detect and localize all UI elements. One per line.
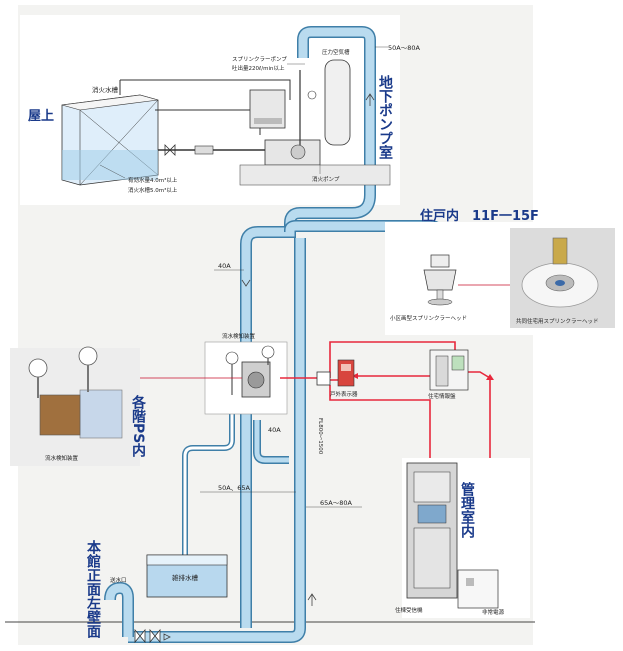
arrow-up-icon: [486, 374, 494, 380]
label-flow-check-photo: 流水検知装置: [45, 454, 79, 462]
arrow-left-icon: [163, 633, 171, 641]
valve-icon: [134, 628, 146, 644]
label-inlet: 送水口: [110, 576, 127, 584]
zone-management: 管理室内: [459, 481, 475, 539]
label-dwelling-alarm: 住宅情報盤: [428, 392, 456, 400]
outdoor-indicator: [337, 359, 355, 387]
label-pipe-branch: 40A: [268, 426, 281, 434]
rooftop-equipment: [61, 59, 391, 186]
label-volume-2: 消火水槽5.0m³以上: [128, 186, 178, 194]
valve-icon: [164, 144, 176, 156]
control-panel: [406, 462, 458, 599]
label-pipe-top: 50A～80A: [388, 44, 420, 52]
flow-check-device: [225, 345, 275, 398]
label-fire-pump: 消火ポンプ: [312, 175, 340, 183]
arrow-right-icon: [352, 373, 358, 379]
label-fire-tank: 消火水槽: [92, 85, 119, 94]
label-pipe-supply: 65A～80A: [320, 499, 352, 507]
arrow-up-icon: [307, 593, 317, 606]
supply-pipe: [128, 238, 305, 642]
pressure-gauge-icon: [78, 346, 98, 366]
drain-tank: [146, 554, 228, 598]
shared-sprinkler-head-photo: [510, 228, 615, 328]
drain-pipe: [183, 395, 234, 570]
junction-box: [316, 371, 331, 386]
pressure-gauge-icon: [28, 358, 48, 378]
pressure-tank: [324, 59, 351, 146]
main-pipe: [241, 27, 375, 628]
label-small-head: 小区画型スプリンクラーヘッド: [390, 314, 467, 322]
label-pressure-tank: 圧力空気槽: [322, 48, 350, 56]
label-volume-1: 有効水量4.0m³以上: [128, 176, 178, 184]
label-emergency-power: 非常電源: [482, 608, 505, 616]
zone-rooftop: 屋上: [28, 109, 54, 124]
label-drain-tank: 雑排水槽: [172, 573, 199, 582]
label-height-range: FL800～1500: [317, 418, 323, 455]
small-sprinkler-head: [423, 254, 457, 306]
label-pipe-drain: 50A、65A: [218, 484, 250, 492]
arrow-down-icon: [241, 279, 251, 287]
zone-basement: 地下ポンプ室: [377, 74, 393, 159]
valve-icon: [149, 628, 161, 644]
label-outdoor-indicator: 戸外表示器: [330, 390, 358, 398]
zone-floors: 11F一15F: [472, 209, 539, 224]
label-control-panel: 住棟受信機: [395, 606, 423, 614]
flow-arrows: [163, 93, 375, 641]
dwelling-alarm-panel: [429, 349, 469, 391]
pump-base: [239, 164, 391, 186]
label-pipe-riser: 40A: [218, 262, 231, 270]
pressure-gauge-icon: [261, 345, 275, 359]
gauge-icon: [307, 90, 317, 100]
zone-dwelling: 住戸内: [420, 208, 459, 224]
return-pipe: [254, 420, 289, 463]
emergency-power: [457, 569, 499, 609]
label-shared-head: 共同住宅用スプリンクラーヘッド: [516, 317, 599, 325]
flow-check-device-photo: [10, 346, 140, 466]
zone-wall: 本館正面左壁面: [85, 539, 102, 639]
signal-line: [329, 341, 456, 378]
label-flow-check: 流水検知装置: [222, 332, 256, 340]
label-pump-flow: 吐出量220ℓ/min以上: [232, 64, 285, 72]
signal-line: [329, 385, 431, 460]
arrow-up-icon: [365, 93, 375, 106]
label-sprinkler-pump: スプリンクラーポンプ: [232, 56, 287, 63]
pressure-gauge-icon: [225, 351, 239, 365]
inlet-valves: [134, 628, 161, 644]
inlet-pipe: [105, 583, 133, 637]
zone-each-floor: 各階PS内: [130, 394, 147, 458]
